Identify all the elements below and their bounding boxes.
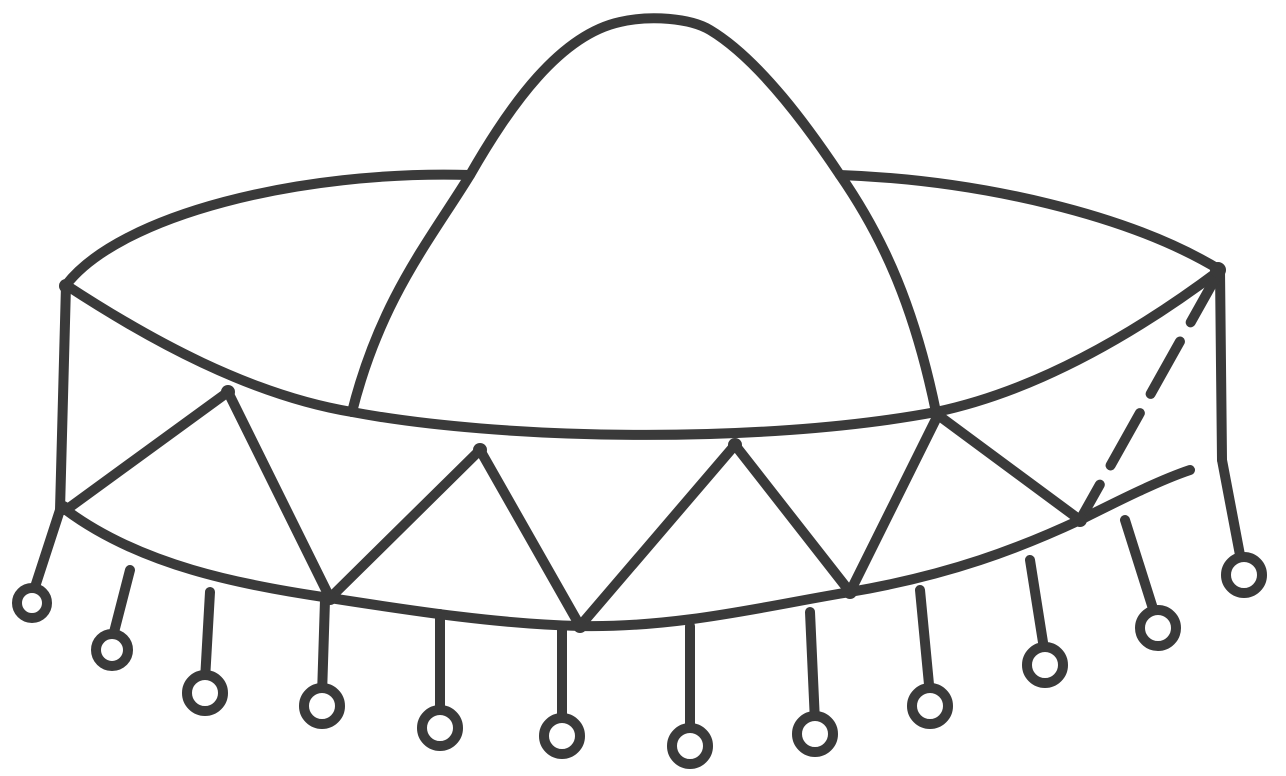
bead-12 [1226,557,1262,593]
bead-9 [912,688,948,724]
bead-2 [96,634,128,666]
node-brim-3 [473,443,487,457]
node-brim-4 [728,438,742,452]
bead-6 [544,718,580,754]
bead-8 [797,716,833,752]
node-brim-5 [931,408,945,422]
crown-outline [352,18,936,412]
bead-3 [187,675,223,711]
node-ring-2 [573,619,587,633]
node-brim-1 [221,385,235,399]
bead-4 [304,688,340,724]
bead-10 [1027,647,1063,683]
node-right-top [1210,262,1226,278]
bead-11 [1140,610,1176,646]
bead-1 [17,588,47,618]
node-ring-3 [843,585,857,599]
bead-5 [422,710,458,746]
bead-7 [672,728,708,764]
node-left-bottom [56,501,70,515]
node-brim-2 [347,407,357,417]
left-post [60,285,66,510]
brim-top-edge [66,175,1220,285]
node-ring-4 [1073,513,1087,527]
right-post [1220,270,1222,460]
truss-members [66,392,1080,626]
node-ring-1 [323,591,337,605]
node-left-top [59,279,73,293]
lower-ring [66,470,1190,626]
